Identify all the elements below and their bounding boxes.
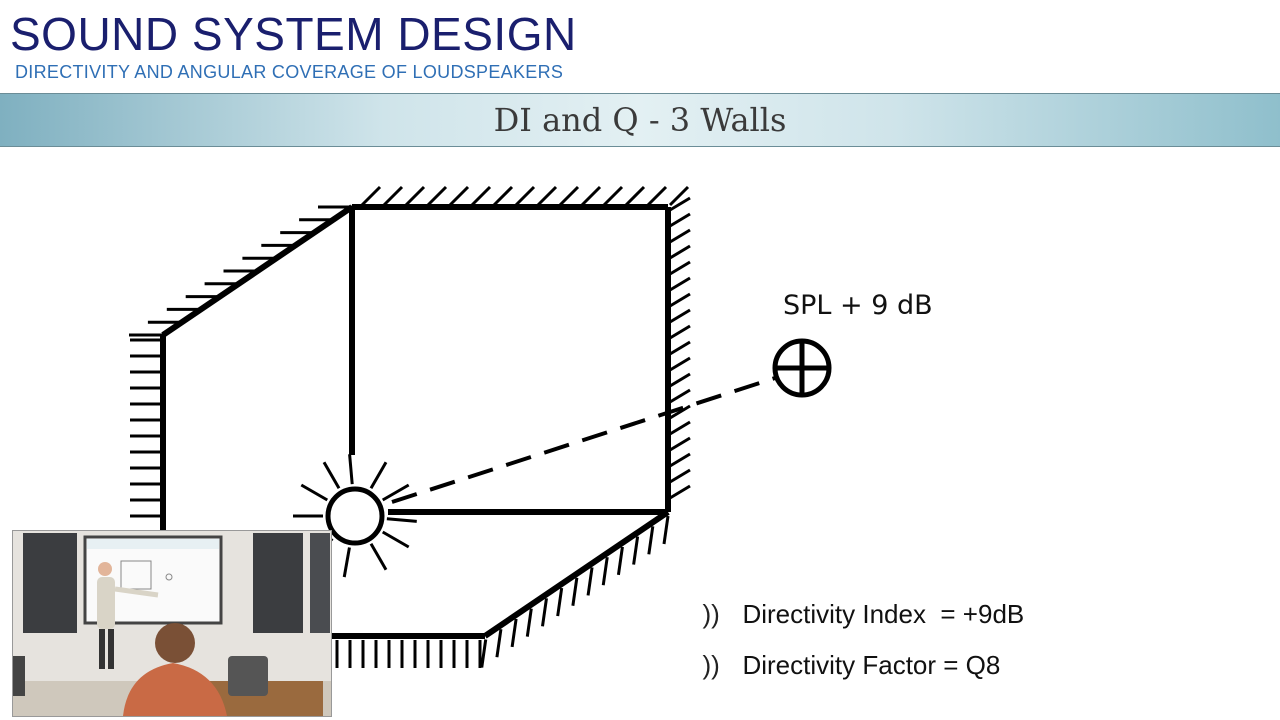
bullet-directivity-index: )) Directivity Index = +9dB [688, 568, 1024, 630]
bullet-text: Directivity Index = +9dB [742, 599, 1025, 629]
left-speaker-panel [23, 533, 77, 633]
loudspeaker-source-icon [293, 454, 417, 578]
wall-hatching [129, 185, 691, 668]
slide-title-banner: DI and Q - 3 Walls [0, 93, 1280, 147]
microphone-crosshair-icon [772, 338, 832, 398]
wall-outlines [160, 204, 671, 639]
spl-label: SPL + 9 dB [783, 290, 933, 321]
presenter-webcam-inset [12, 530, 332, 717]
bullet-text: Directivity Factor = Q8 [742, 650, 1001, 680]
right-speaker-panel [253, 533, 303, 633]
slide-title: DI and Q - 3 Walls [493, 101, 787, 139]
course-title: SOUND SYSTEM DESIGN [10, 8, 577, 60]
bullet-marker-icon: )) [702, 599, 720, 629]
webcam-scene [13, 531, 331, 716]
course-subtitle: DIRECTIVITY AND ANGULAR COVERAGE OF LOUD… [15, 62, 564, 82]
bullet-marker-icon: )) [702, 650, 720, 680]
bullet-directivity-factor: )) Directivity Factor = Q8 [688, 619, 1000, 681]
propagation-path [391, 376, 776, 504]
